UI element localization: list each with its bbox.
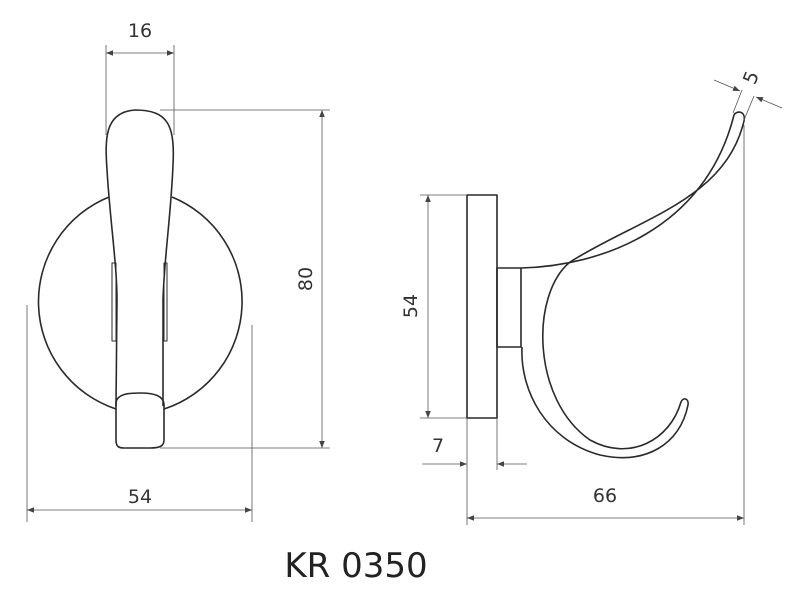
base-plate-side bbox=[466, 194, 498, 419]
dim-label-7: 7 bbox=[432, 435, 444, 457]
dim-label-54-side: 54 bbox=[400, 294, 422, 318]
hook-body-front bbox=[105, 109, 175, 407]
model-title: KR 0350 bbox=[284, 546, 427, 586]
front-view: 16 80 54 bbox=[26, 20, 330, 522]
neck-side bbox=[496, 267, 522, 348]
dimension-base-thickness: 7 bbox=[422, 418, 527, 470]
side-view: 54 7 66 5 bbox=[400, 68, 783, 525]
dim-label-80: 80 bbox=[295, 267, 317, 291]
dimension-height: 80 bbox=[160, 109, 330, 449]
dimension-tip-thickness: 5 bbox=[713, 68, 783, 121]
dim-label-54-front: 54 bbox=[128, 486, 152, 508]
hook-profile-side bbox=[520, 111, 746, 459]
hook-tab-front bbox=[115, 392, 165, 449]
dimension-base-diameter: 54 bbox=[26, 305, 253, 522]
dimension-hook-width: 16 bbox=[105, 20, 175, 135]
dimension-depth: 66 bbox=[466, 125, 745, 525]
slot-left bbox=[111, 262, 117, 342]
dim-label-5: 5 bbox=[739, 68, 764, 87]
dim-label-66: 66 bbox=[593, 485, 617, 507]
slot-right bbox=[163, 262, 168, 342]
dimension-base-height: 54 bbox=[400, 194, 467, 419]
base-plate-circle bbox=[37, 196, 243, 410]
dim-label-16: 16 bbox=[128, 20, 152, 42]
